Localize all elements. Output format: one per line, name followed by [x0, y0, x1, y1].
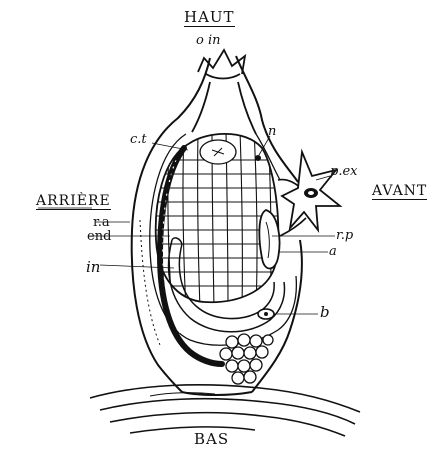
label-pex: p.ex: [330, 165, 357, 178]
label-in: in: [86, 260, 100, 275]
organ-b: [258, 309, 274, 319]
label-ra: r.a: [93, 216, 110, 229]
label-n: n: [268, 125, 276, 138]
ganglion-dot: [255, 155, 261, 161]
label-haut: HAUT: [184, 10, 235, 27]
label-oin: o in: [196, 34, 221, 47]
label-b: b: [320, 305, 330, 320]
label-avant: AVANT: [372, 184, 427, 200]
oral-siphon: [192, 50, 256, 134]
label-end: end: [87, 230, 111, 243]
stomach-oval: [259, 210, 279, 269]
label-rp: r.p: [336, 229, 353, 242]
label-bas: BAS: [194, 432, 229, 447]
label-ct: c.t: [130, 133, 147, 146]
label-a: a: [329, 245, 337, 258]
substrate: [90, 385, 360, 436]
label-arriere: ARRIÈRE: [36, 194, 111, 210]
